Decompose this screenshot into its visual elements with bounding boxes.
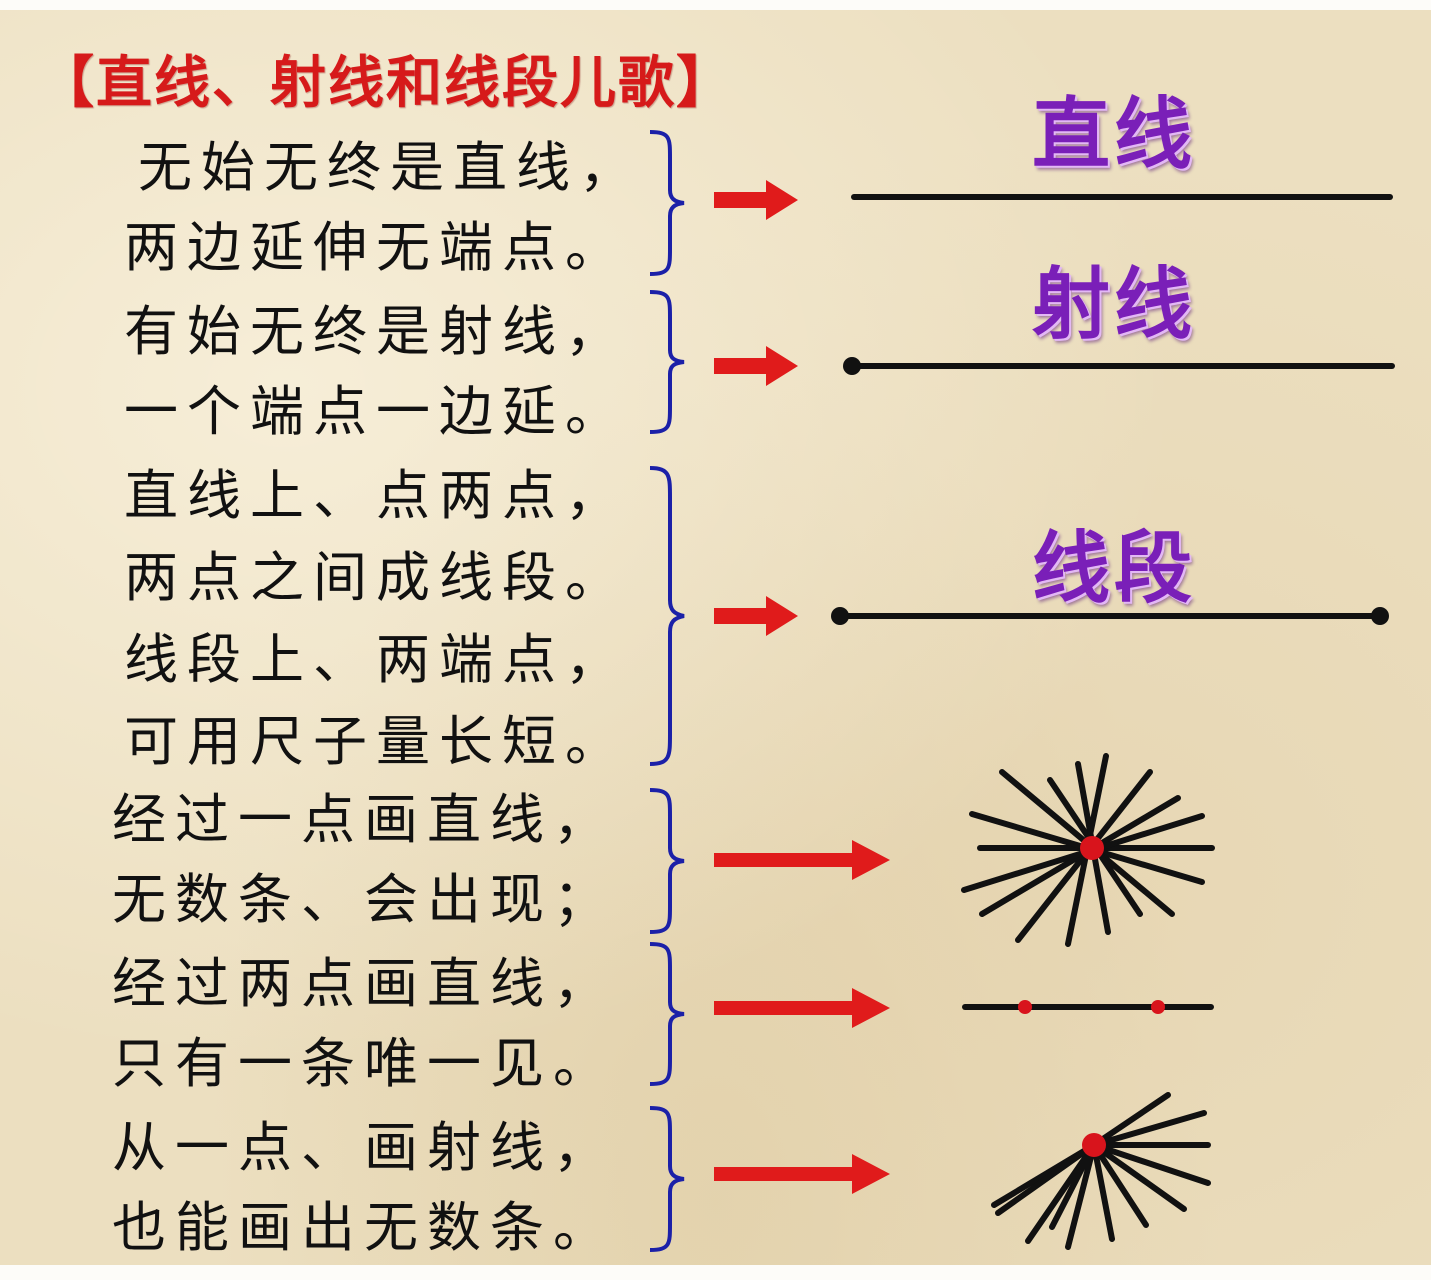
endpoint-dot	[831, 607, 849, 625]
verse-line: 只有一条唯一见。	[112, 1032, 616, 1095]
straight-line-figure	[851, 194, 1393, 200]
verse-line: 无始无终是直线，	[138, 136, 642, 199]
verse-line: 也能画出无数条。	[112, 1196, 616, 1259]
red-point	[1082, 1133, 1106, 1157]
red-point	[1151, 1000, 1165, 1014]
red-point	[1080, 836, 1104, 860]
verse-line: 直线上、点两点，	[124, 464, 628, 527]
red-arrow-icon	[714, 346, 798, 386]
brace-icon	[649, 130, 685, 276]
brace-icon	[649, 788, 685, 934]
rays-from-one-point-figure	[991, 1092, 1211, 1250]
red-arrow-long-icon	[714, 1154, 890, 1194]
verse-line: 线段上、两端点，	[124, 628, 628, 691]
red-arrow-icon	[714, 180, 798, 220]
red-point	[1018, 1000, 1032, 1014]
red-arrow-long-icon	[714, 840, 890, 880]
verse-line: 从一点、画射线，	[112, 1116, 616, 1179]
verse-line: 一个端点一边延。	[124, 380, 628, 443]
verse-line: 可用尺子量长短。	[124, 710, 628, 773]
verse-line: 无数条、会出现；	[112, 868, 616, 931]
endpoint-dot	[843, 357, 861, 375]
lines-through-one-point-figure	[961, 753, 1215, 947]
ray-figure	[843, 357, 1395, 375]
brace-icon	[649, 290, 685, 434]
label-ray: 射线	[1032, 260, 1197, 350]
verse-line: 两边延伸无端点。	[124, 216, 628, 279]
verse-line: 经过一点画直线，	[112, 788, 616, 851]
red-arrow-long-icon	[714, 988, 890, 1028]
red-arrow-icon	[714, 596, 798, 636]
verse-line: 经过两点画直线，	[112, 952, 616, 1015]
endpoint-dot	[1371, 607, 1389, 625]
parchment-background: 【直线、射线和线段儿歌】 无始无终是直线， 两边延伸无端点。 直线 有始无终是射…	[0, 10, 1431, 1265]
brace-icon	[649, 466, 685, 766]
segment-figure	[831, 607, 1389, 625]
label-line: 直线	[1032, 90, 1197, 180]
brace-icon	[649, 1106, 685, 1252]
verse-line: 两点之间成线段。	[124, 546, 628, 609]
verse-line: 有始无终是射线，	[124, 300, 628, 363]
page-title: 【直线、射线和线段儿歌】	[38, 51, 734, 116]
line-through-two-points-figure	[962, 1000, 1214, 1014]
label-segment: 线段	[1032, 524, 1197, 614]
brace-icon	[649, 942, 685, 1086]
